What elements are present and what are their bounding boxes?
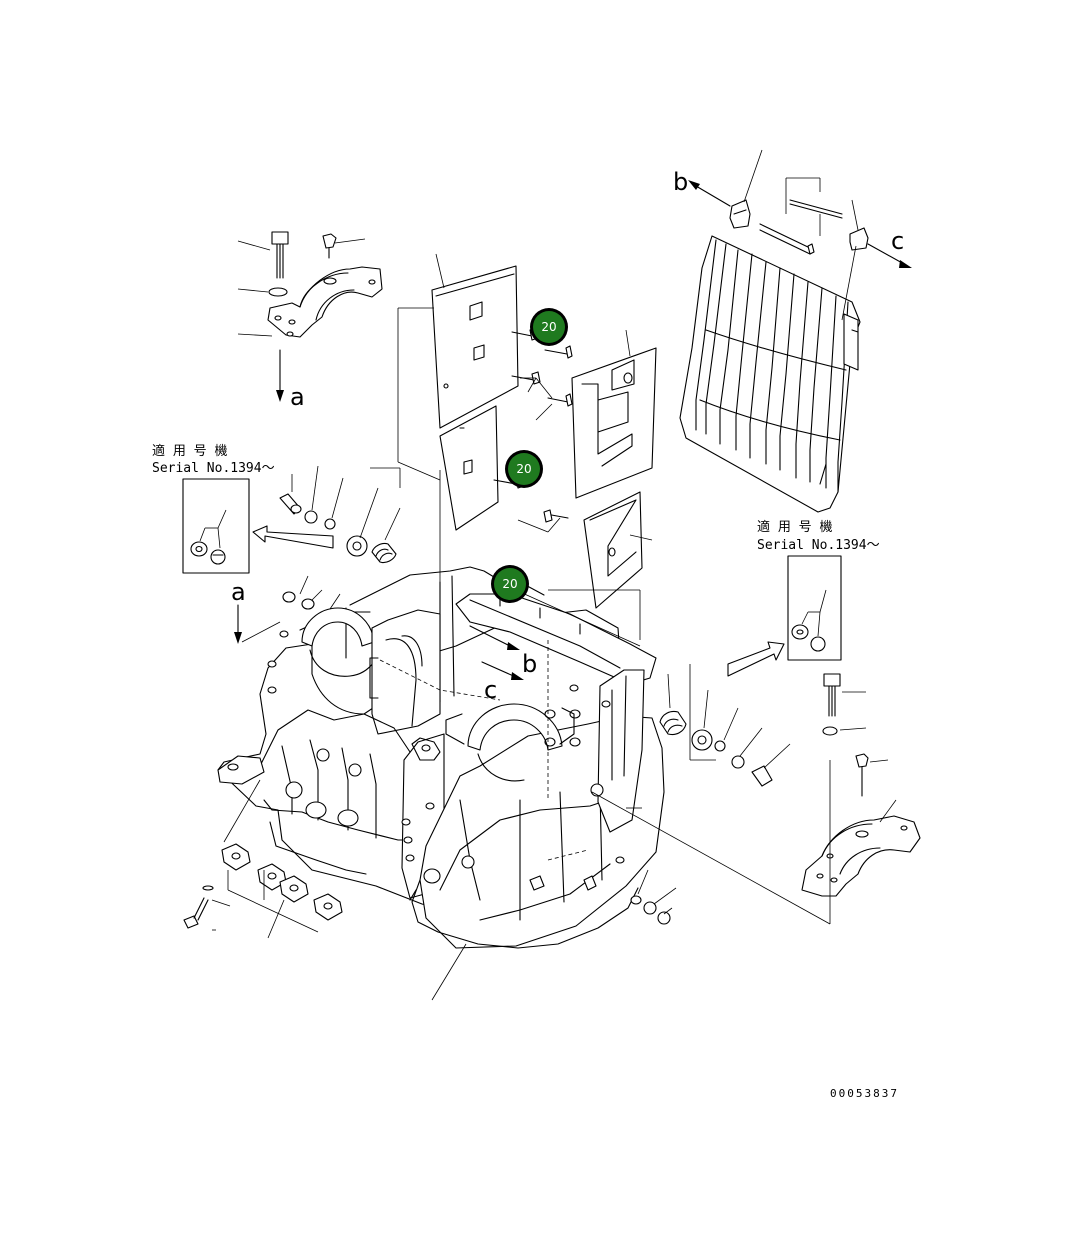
view-letter-c-top: c [891,227,904,255]
hollow-arrow-right [727,641,785,677]
bellows-cover [679,149,912,513]
callout-label-1: 20 [541,320,556,334]
cover-plates-center [397,253,657,647]
callout-marker-2: 20 [505,450,543,488]
view-letter-b-top: b [673,168,688,196]
callout-label-3: 20 [502,577,517,591]
nuts-right-lower [630,869,677,925]
serial-note-heading-right: 適 用 号 機 [757,519,832,535]
bearing-cap-right [801,673,921,924]
serial-box-right [787,555,842,661]
view-letter-c-frame: c [484,676,497,704]
small-parts-right [659,664,791,787]
serial-box-left [182,478,250,574]
view-letter-b-frame: b [522,650,537,678]
leader-to-right-cap [591,791,831,925]
callout-marker-1: 20 [530,308,568,346]
leader-frame-bottom [431,943,467,1001]
callout-label-2: 20 [516,462,531,476]
serial-note-serial-left: Serial No.1394～ [152,461,275,476]
callout-marker-3: 20 [491,565,529,603]
view-letter-a-top: a [290,383,305,411]
small-parts-left [279,465,401,564]
view-letter-a-lower: a [231,578,246,606]
main-frame [217,566,665,949]
drawing-number: 00053837 [830,1087,899,1100]
bearing-cap-left [237,231,383,402]
serial-note-heading-left: 適 用 号 機 [152,443,227,459]
hollow-arrow-left [252,525,334,549]
serial-note-serial-right: Serial No.1394～ [757,538,880,553]
clamps-bottom-left [183,779,343,939]
